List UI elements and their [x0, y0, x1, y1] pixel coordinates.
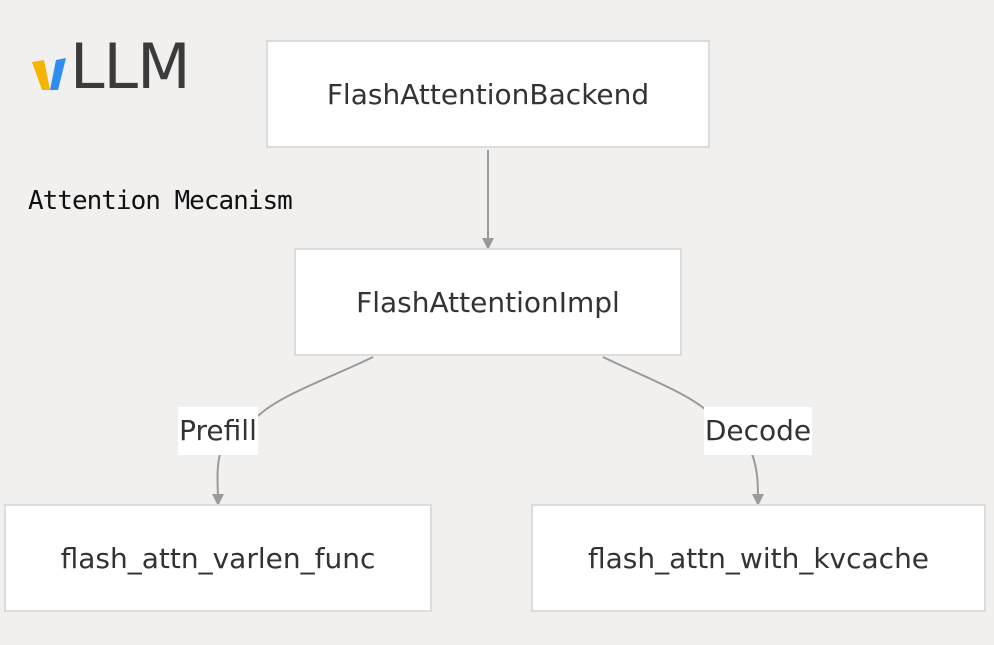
vllm-v-mark-icon	[32, 58, 66, 90]
vllm-logo: LLM	[30, 30, 210, 103]
edge-label-prefill: Prefill	[178, 407, 258, 455]
diagram-caption: Attention Mecanism	[28, 186, 293, 216]
node-flash-attention-backend: FlashAttentionBackend	[266, 40, 710, 148]
edge-impl-to-varlen	[218, 356, 374, 500]
edge-label-decode: Decode	[704, 407, 812, 455]
node-flash-attn-with-kvcache: flash_attn_with_kvcache	[531, 504, 986, 612]
edge-impl-to-kvcache	[602, 356, 758, 500]
node-flash-attention-impl: FlashAttentionImpl	[294, 248, 682, 356]
node-flash-attn-varlen-func: flash_attn_varlen_func	[4, 504, 432, 612]
logo-text: LLM	[70, 30, 191, 103]
